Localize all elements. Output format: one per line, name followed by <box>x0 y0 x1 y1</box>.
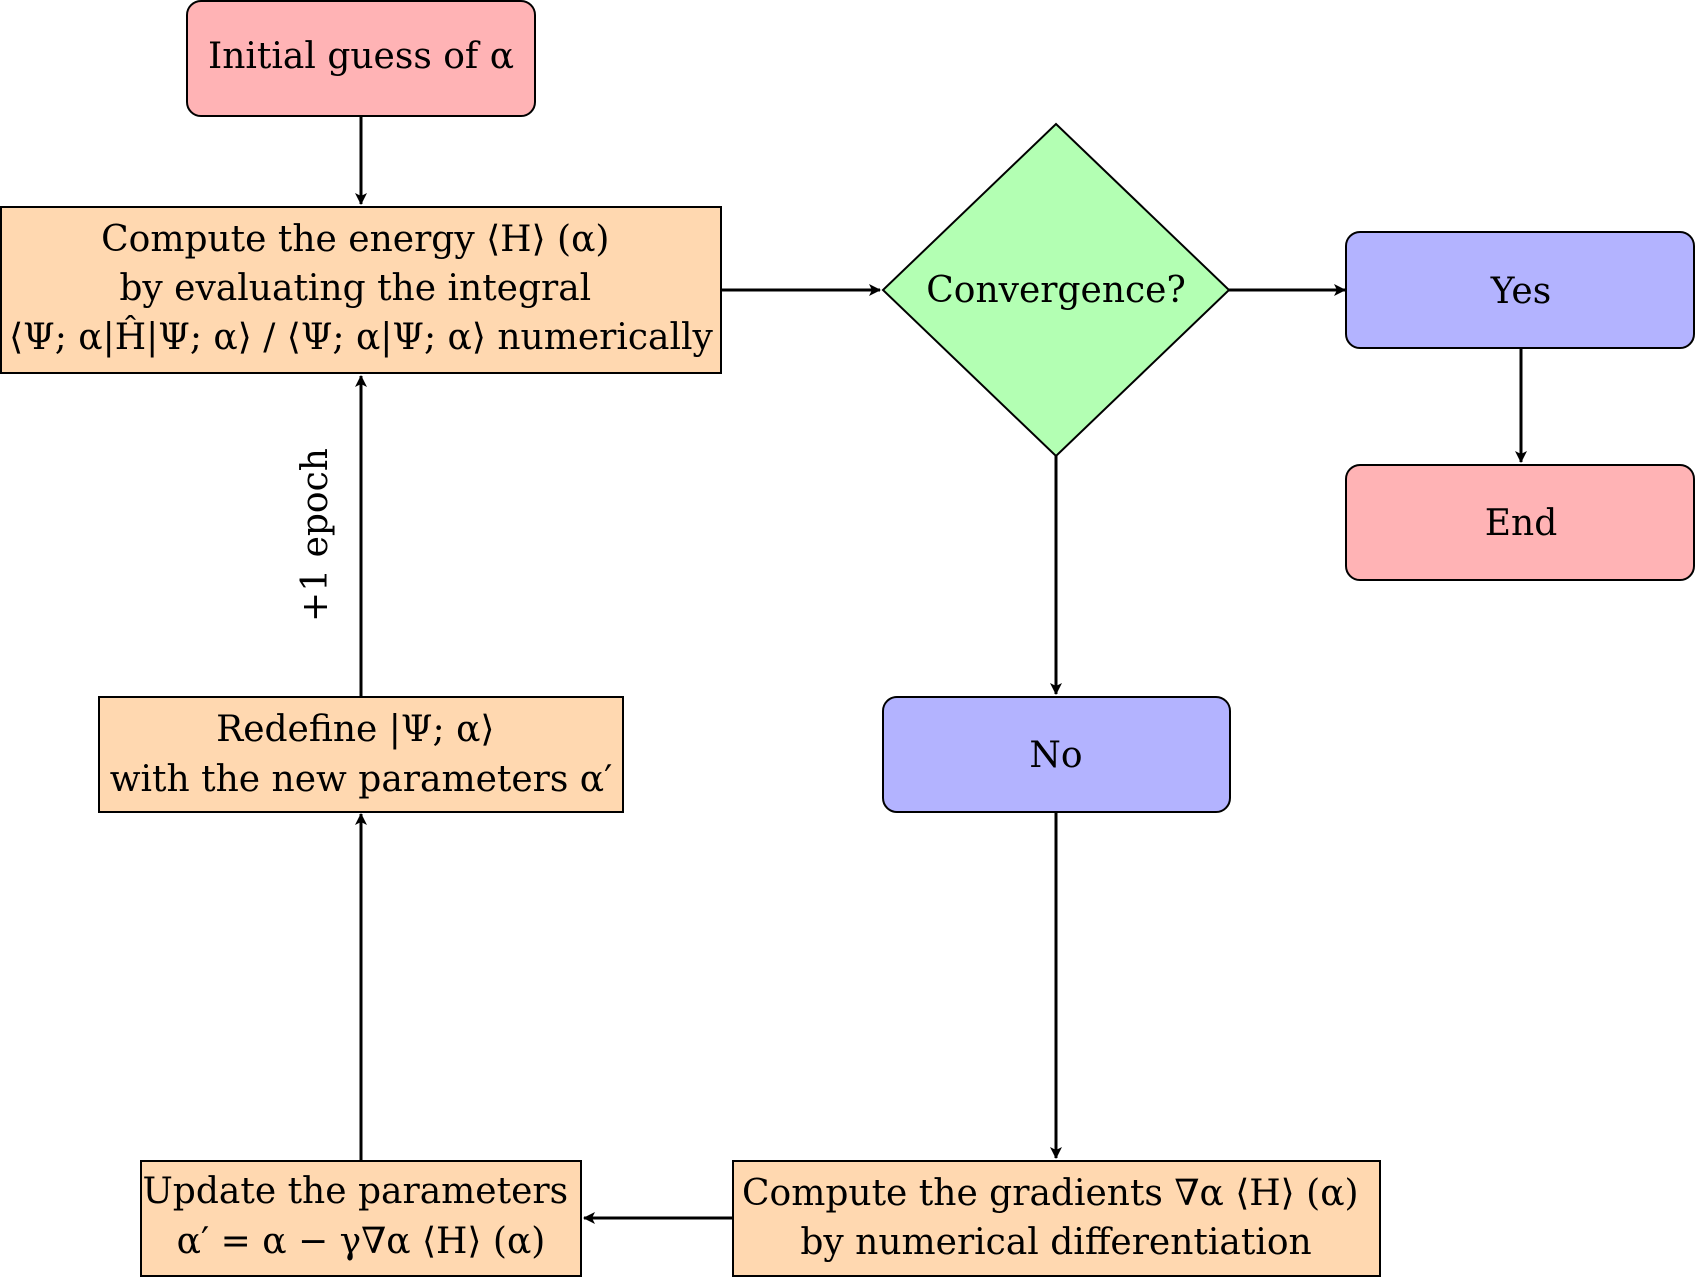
node-convergence-shape <box>881 122 1231 458</box>
node-initial-guess-shape <box>186 0 536 117</box>
node-update-parameters: Update the parameters α′ = α − γ∇α ⟨H⟩ (… <box>140 1160 582 1277</box>
svg-text:Initial guess of α: Initial guess of α <box>208 36 514 77</box>
svg-text:Yes: Yes <box>1490 271 1551 312</box>
compute-gradients-line-1: Compute the gradients ∇α ⟨H⟩ (α) <box>742 1173 1359 1214</box>
edges <box>355 116 1527 1224</box>
svg-text:Convergence?: Convergence? <box>926 270 1186 311</box>
node-compute-gradients: Compute the gradients ∇α ⟨H⟩ (α) by nume… <box>732 1160 1381 1277</box>
initial-guess-line-1: Initial guess of α <box>208 36 514 77</box>
node-convergence: Convergence? <box>881 122 1231 458</box>
node-update-parameters-shape <box>140 1160 582 1277</box>
svg-text:Compute the energy ⟨H⟩ (α): Compute the energy ⟨H⟩ (α) by evaluating… <box>9 219 713 358</box>
redefine-line-1: Redefine |Ψ; α⟩ <box>216 709 494 750</box>
yes-line-1: Yes <box>1490 271 1551 312</box>
no-line-1: No <box>1029 735 1082 776</box>
compute-energy-line-2: by evaluating the integral <box>119 268 591 309</box>
convergence-line-1: Convergence? <box>926 270 1186 311</box>
node-end: End <box>1345 464 1695 581</box>
compute-energy-line-1: Compute the energy ⟨H⟩ (α) <box>101 219 609 260</box>
update-parameters-line-1: Update the parameters <box>142 1171 568 1212</box>
svg-text:End: End <box>1485 503 1558 544</box>
node-end-shape <box>1345 464 1695 581</box>
node-redefine: Redefine |Ψ; α⟩ with the new parameters … <box>98 696 624 813</box>
node-yes: Yes <box>1345 231 1695 349</box>
node-no-shape <box>882 696 1231 813</box>
svg-text:Redefine |Ψ; α⟩ with the: Redefine |Ψ; α⟩ with the new parameters … <box>110 709 613 800</box>
node-compute-energy-shape <box>0 206 722 374</box>
compute-gradients-line-2: by numerical differentiation <box>800 1222 1311 1263</box>
node-compute-gradients-shape <box>732 1160 1381 1277</box>
node-redefine-shape <box>98 696 624 813</box>
svg-text:Compute the gradients ∇α ⟨H⟩ (: Compute the gradients ∇α ⟨H⟩ (α) by nume… <box>742 1173 1370 1263</box>
end-line-1: End <box>1485 503 1558 544</box>
node-initial-guess: Initial guess of α <box>186 0 536 117</box>
svg-text:No: No <box>1029 735 1082 776</box>
node-yes-shape <box>1345 231 1695 349</box>
epoch-label: +1 epoch <box>295 448 336 622</box>
node-no: No <box>882 696 1231 813</box>
svg-text:Update the parameters α′: Update the parameters α′ = α − γ∇α ⟨H⟩ (… <box>142 1171 579 1262</box>
redefine-line-2: with the new parameters α′ <box>110 759 613 800</box>
node-compute-energy: Compute the energy ⟨H⟩ (α) by evaluating… <box>0 206 722 374</box>
update-parameters-line-2: α′ = α − γ∇α ⟨H⟩ (α) <box>177 1221 546 1262</box>
compute-energy-line-3: ⟨Ψ; α|Ĥ|Ψ; α⟩ / ⟨Ψ; α|Ψ; α⟩ numerically <box>9 316 713 358</box>
